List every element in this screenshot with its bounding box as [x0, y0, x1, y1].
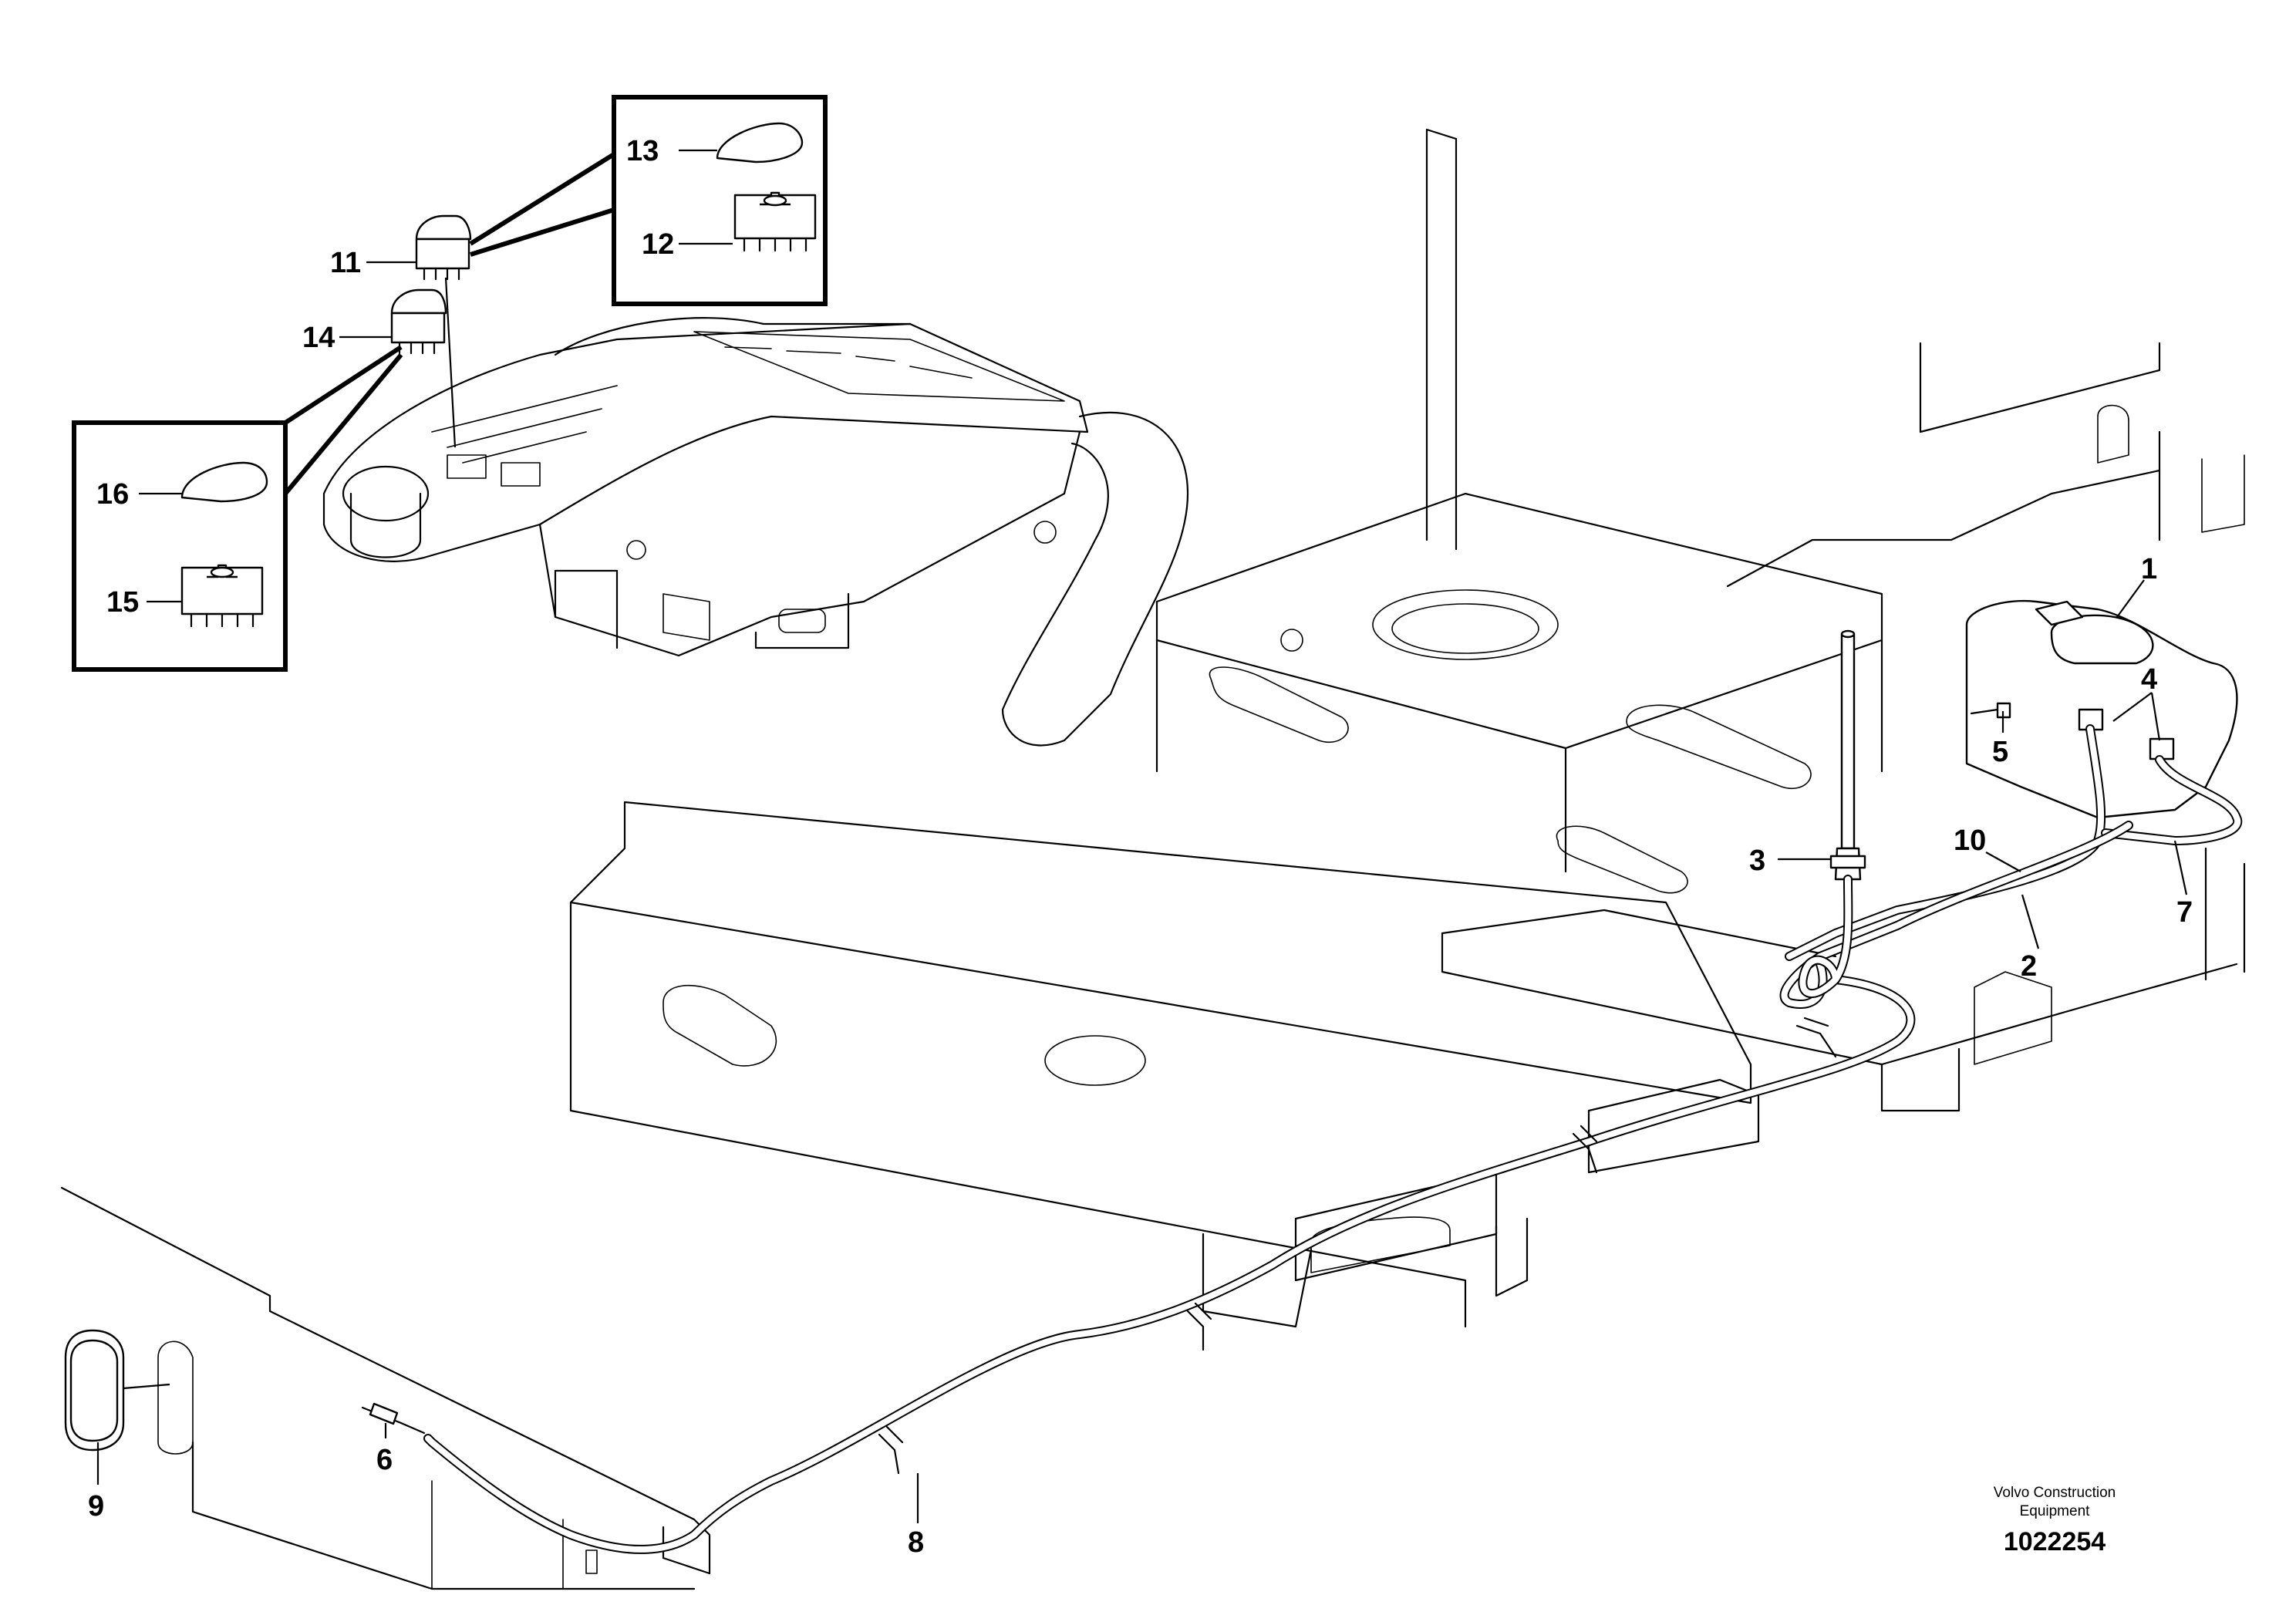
machine-frame — [60, 128, 2246, 1590]
plug-part-9 — [64, 1329, 125, 1452]
switch-cap-part-16 — [180, 461, 268, 503]
switch-part-12 — [733, 191, 817, 252]
callout-1: 1 — [2141, 553, 2157, 585]
level-sensor-part-3 — [1798, 629, 1866, 999]
leader-lines — [96, 149, 2188, 1523]
publisher-line2: Equipment — [2020, 1503, 2091, 1519]
switch-cap-part-13 — [716, 122, 804, 164]
switch-part-14 — [390, 288, 447, 355]
washer-nozzle-part-6 — [361, 1402, 426, 1435]
screw-part-5 — [1970, 702, 2011, 719]
switch-part-11 — [415, 214, 472, 281]
callout-2: 2 — [2021, 950, 2037, 983]
callout-11: 11 — [330, 247, 361, 279]
callout-3: 3 — [1749, 845, 1765, 877]
washer-reservoir — [1965, 599, 2238, 819]
callout-8: 8 — [908, 1526, 924, 1559]
callout-4: 4 — [2141, 663, 2157, 696]
switch-part-15 — [180, 564, 264, 628]
callout-5: 5 — [1992, 736, 2008, 768]
callout-13: 13 — [626, 135, 659, 167]
detail-box-switch-variants-lower — [72, 345, 403, 672]
callout-9: 9 — [88, 1490, 104, 1523]
cable-clips-part-8 — [878, 1017, 1837, 1475]
publisher-stamp: Volvo Construction Equipment 1022254 — [1994, 1485, 2116, 1556]
callout-labels: 1 2 3 4 5 6 7 8 9 10 11 12 13 14 15 16 — [88, 135, 2193, 1559]
callout-7: 7 — [2176, 896, 2193, 929]
callout-16: 16 — [96, 478, 129, 511]
callout-10: 10 — [1954, 824, 1986, 857]
callout-14: 14 — [302, 322, 335, 354]
callout-15: 15 — [106, 586, 139, 619]
detail-box-switch-variants-upper — [469, 95, 828, 306]
callout-6: 6 — [376, 1444, 393, 1476]
operator-console — [322, 317, 1189, 747]
drawing-id: 1022254 — [2004, 1527, 2106, 1556]
callout-12: 12 — [642, 228, 674, 261]
publisher-line1: Volvo Construction — [1994, 1485, 2116, 1501]
